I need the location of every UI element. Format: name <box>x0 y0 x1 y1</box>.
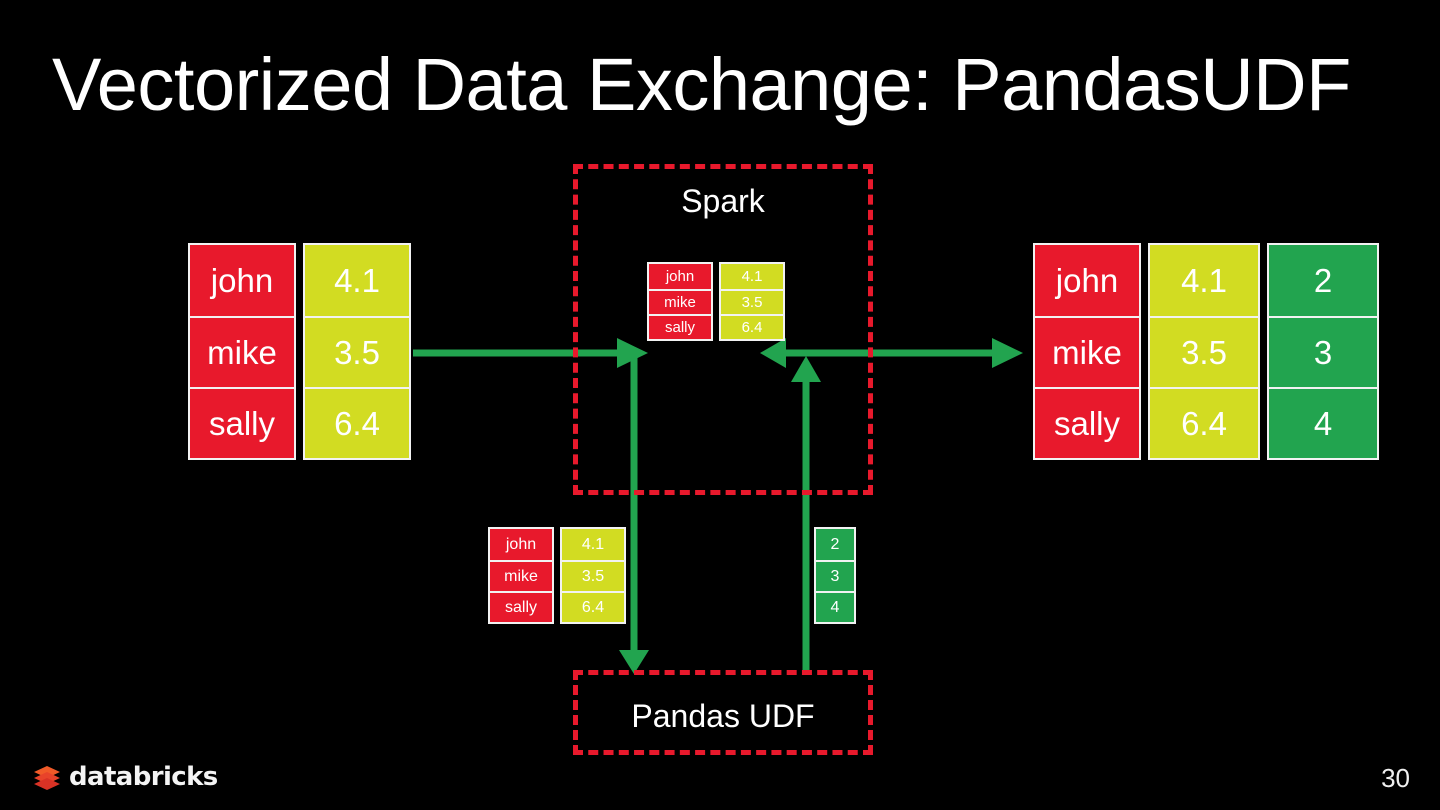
output-table-value-column: 4.1 3.5 6.4 <box>1148 243 1260 460</box>
table-cell: 4.1 <box>1150 245 1258 316</box>
table-cell: 2 <box>1269 245 1377 316</box>
arrow-spark-to-pandas <box>619 353 649 674</box>
spark-table: john mike sally 4.1 3.5 6.4 <box>647 262 785 341</box>
pandas-udf-container: Pandas UDF <box>573 670 873 755</box>
table-cell: 3.5 <box>562 560 624 591</box>
spark-table-name-column: john mike sally <box>647 262 713 341</box>
table-cell: sally <box>490 591 552 622</box>
spark-label: Spark <box>681 183 765 219</box>
pandas-input-value-column: 4.1 3.5 6.4 <box>560 527 626 624</box>
output-table: john mike sally 4.1 3.5 6.4 2 3 4 <box>1033 243 1379 460</box>
table-cell: 6.4 <box>305 387 409 458</box>
table-cell: mike <box>1035 316 1139 387</box>
input-table: john mike sally 4.1 3.5 6.4 <box>188 243 411 460</box>
table-cell: 4 <box>816 591 854 622</box>
table-cell: 6.4 <box>721 314 783 339</box>
table-cell: mike <box>490 560 552 591</box>
output-table-result-column: 2 3 4 <box>1267 243 1379 460</box>
pandas-input-name-column: john mike sally <box>488 527 554 624</box>
table-cell: 3.5 <box>1150 316 1258 387</box>
arrow-spark-join-head <box>760 338 786 368</box>
table-cell: john <box>649 264 711 289</box>
table-cell: 4.1 <box>562 529 624 560</box>
spark-container: Spark <box>573 164 873 495</box>
arrow-spark-to-output <box>786 338 1023 368</box>
table-cell: 4.1 <box>305 245 409 316</box>
pandas-output-result-column: 2 3 4 <box>814 527 856 624</box>
table-cell: 6.4 <box>1150 387 1258 458</box>
databricks-stacked-layers-icon <box>34 766 60 790</box>
table-cell: john <box>190 245 294 316</box>
table-cell: sally <box>649 314 711 339</box>
table-cell: 3.5 <box>721 289 783 314</box>
pandas-output-column: 2 3 4 <box>814 527 856 624</box>
table-cell: sally <box>190 387 294 458</box>
table-cell: 3 <box>1269 316 1377 387</box>
databricks-logo: databricks <box>32 762 218 792</box>
input-table-name-column: john mike sally <box>188 243 296 460</box>
table-cell: john <box>1035 245 1139 316</box>
page-number: 30 <box>1381 763 1410 793</box>
table-cell: 4.1 <box>721 264 783 289</box>
table-cell: 2 <box>816 529 854 560</box>
page-title: Vectorized Data Exchange: PandasUDF <box>52 43 1351 126</box>
table-cell: 3.5 <box>305 316 409 387</box>
table-cell: mike <box>190 316 294 387</box>
table-cell: 4 <box>1269 387 1377 458</box>
input-table-value-column: 4.1 3.5 6.4 <box>303 243 411 460</box>
table-cell: 3 <box>816 560 854 591</box>
output-table-name-column: john mike sally <box>1033 243 1141 460</box>
spark-table-value-column: 4.1 3.5 6.4 <box>719 262 785 341</box>
pandas-udf-label: Pandas UDF <box>631 698 815 734</box>
table-cell: sally <box>1035 387 1139 458</box>
pandas-input-table: john mike sally 4.1 3.5 6.4 <box>488 527 626 624</box>
arrow-pandas-to-spark <box>791 356 821 672</box>
table-cell: 6.4 <box>562 591 624 622</box>
databricks-wordmark: databricks <box>69 762 218 792</box>
table-cell: john <box>490 529 552 560</box>
table-cell: mike <box>649 289 711 314</box>
